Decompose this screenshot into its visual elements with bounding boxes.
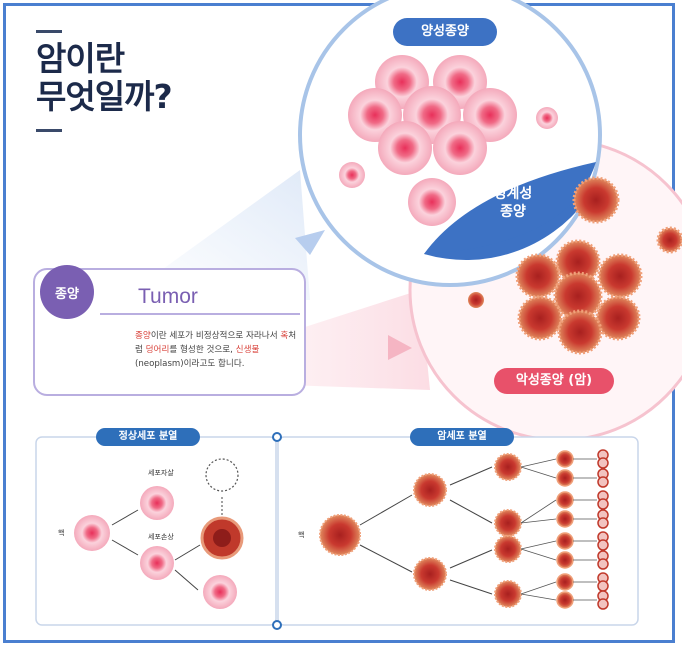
nucleus-label-cancer: 핵 bbox=[298, 531, 305, 539]
cancer-division-lines bbox=[359, 466, 493, 595]
nucleus-label-normal: 핵 bbox=[58, 529, 65, 537]
desc-term-mass: 덩어리 bbox=[145, 345, 170, 355]
desc-term-lump: 혹 bbox=[280, 331, 289, 341]
malignant-cells bbox=[515, 176, 682, 355]
tumor-description: 종양이란 세포가 비정상적으로 자라나서 혹처럼 덩어리를 형성한 것으로, 신… bbox=[135, 329, 300, 371]
small-malignant-cell bbox=[468, 292, 484, 308]
cancer-division-label: 암세포 분열 bbox=[410, 428, 514, 446]
desc-text-2: 처럼 bbox=[135, 331, 297, 355]
tumor-card bbox=[33, 268, 306, 396]
arrow-malignant bbox=[388, 335, 412, 360]
desc-term-neoplasm: 신생물 bbox=[235, 345, 260, 355]
normal-division-label: 정상세포 분열 bbox=[96, 428, 200, 446]
borderline-tumor-label: 경계성 종양 bbox=[478, 185, 548, 221]
page-title-line1: 암이란 bbox=[36, 39, 125, 78]
borderline-line1: 경계성 bbox=[493, 186, 533, 202]
title-dash-top bbox=[36, 30, 62, 33]
title-dash-bottom bbox=[36, 129, 62, 132]
malignant-tumor-label: 악성종양 (암) bbox=[494, 368, 614, 394]
beam-benign bbox=[120, 170, 310, 300]
apoptosis-label: 세포자살 bbox=[148, 469, 174, 477]
page-title-line2: 무엇일까? bbox=[36, 77, 173, 116]
arrow-benign bbox=[295, 230, 325, 255]
tumor-badge: 종양 bbox=[40, 265, 94, 319]
normal-division-diagram bbox=[111, 495, 223, 591]
desc-text-1: 이란 세포가 비정상적으로 자라나서 bbox=[150, 331, 281, 341]
damage-label: 세포손상 bbox=[148, 533, 174, 541]
benign-tumor-label: 양성종양 bbox=[393, 18, 497, 46]
desc-text-3: 를 형성한 것으로, bbox=[169, 345, 236, 355]
tumor-word: Tumor bbox=[138, 285, 198, 308]
borderline-line2: 종양 bbox=[500, 204, 526, 220]
card-divider bbox=[100, 313, 300, 315]
benign-cells bbox=[339, 55, 558, 226]
desc-term-tumor: 종양 bbox=[135, 331, 151, 341]
desc-text-4: (neoplasm)이라고도 합니다. bbox=[135, 359, 245, 369]
